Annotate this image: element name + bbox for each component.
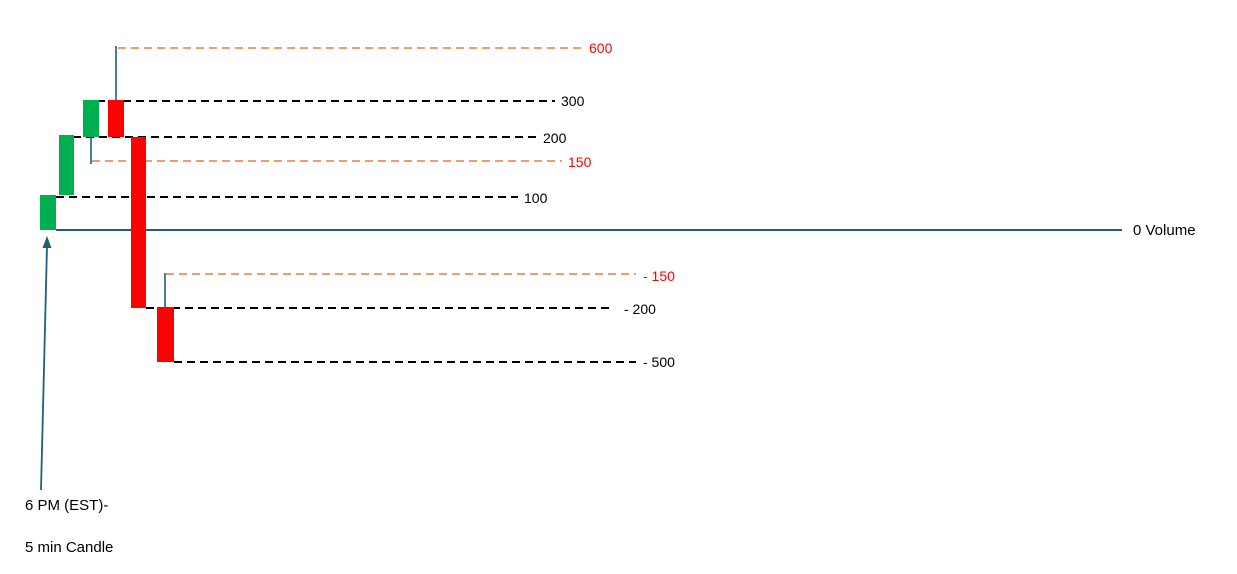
level-neg150-label: - 150 bbox=[643, 268, 675, 284]
caption-candle-interval: 5 min Candle bbox=[25, 539, 114, 556]
pointer-arrow-shaft bbox=[40, 245, 48, 491]
zero-volume-label: 0 Volume bbox=[1133, 222, 1196, 239]
level-100-label: 100 bbox=[524, 190, 548, 206]
level-150-label: 150 bbox=[568, 154, 592, 170]
green-candle-2 bbox=[59, 135, 74, 195]
level-300-label: 300 bbox=[561, 93, 585, 109]
red-candle-1 bbox=[108, 100, 124, 137]
red-candle-3 bbox=[157, 307, 174, 362]
level-600-label: 600 bbox=[589, 40, 613, 56]
level-neg500-label: - 500 bbox=[643, 354, 675, 370]
level-neg200-label: - 200 bbox=[624, 301, 656, 317]
level-200-label: 200 bbox=[543, 130, 567, 146]
red-candle-2 bbox=[131, 137, 146, 308]
pointer-arrow-head bbox=[42, 236, 52, 248]
caption-time: 6 PM (EST)- bbox=[25, 497, 109, 514]
green-candle-3 bbox=[83, 100, 99, 137]
green-candle-1 bbox=[40, 195, 56, 230]
